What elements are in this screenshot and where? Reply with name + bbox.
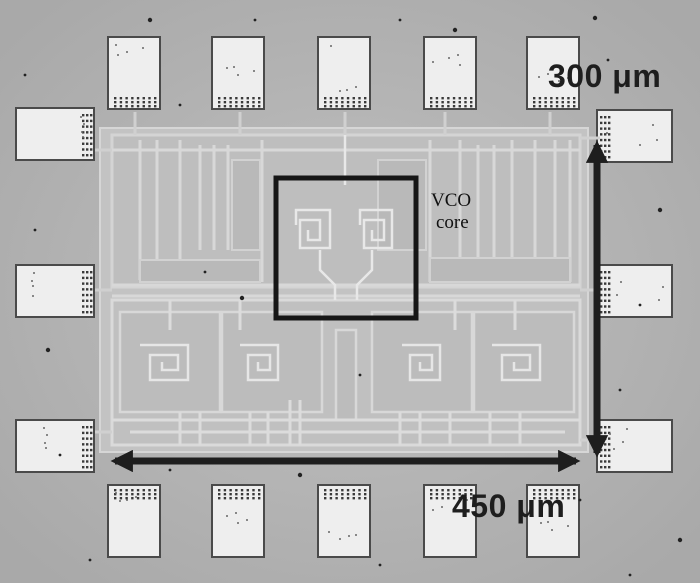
dust-speck: [33, 228, 37, 232]
bond-pad: [423, 484, 477, 558]
lower-blocks: [118, 310, 576, 422]
bond-pad: [15, 264, 95, 318]
probe-contacts: [533, 97, 576, 108]
dust-speck: [239, 295, 245, 301]
horizontal-dimension-label: 450 μm: [452, 488, 566, 524]
dust-speck: [168, 468, 172, 472]
lower-inductors: [140, 343, 542, 382]
probe-contacts: [324, 489, 367, 500]
dust-speck: [628, 573, 632, 577]
probe-contacts: [82, 114, 93, 157]
vco-label: VCO: [431, 190, 472, 211]
bond-pad: [15, 107, 95, 161]
dust-speck: [358, 373, 362, 377]
probe-contacts: [82, 271, 93, 314]
dust-speck: [657, 207, 663, 213]
bond-pad: [107, 484, 161, 558]
dust-speck: [178, 103, 182, 107]
dust-speck: [297, 472, 303, 478]
dust-speck: [23, 73, 27, 77]
probe-contacts: [218, 489, 261, 500]
dust-speck: [378, 563, 382, 567]
bond-pad: [423, 36, 477, 110]
bond-pad: [107, 36, 161, 110]
bond-pad: [596, 109, 673, 163]
dust-speck: [398, 18, 402, 22]
dust-speck: [253, 18, 257, 22]
probe-contacts: [114, 97, 157, 108]
dust-speck: [618, 388, 622, 392]
vco-core-highlight-box: [273, 175, 419, 321]
dust-speck: [58, 453, 62, 457]
probe-contacts: [430, 489, 473, 500]
dust-speck: [638, 303, 642, 307]
lower-metal-lines: [112, 300, 580, 445]
probe-contacts: [82, 426, 93, 469]
bond-pad: [15, 419, 95, 473]
bond-pad: [596, 264, 673, 318]
dust-speck: [45, 347, 51, 353]
probe-contacts: [430, 97, 473, 108]
dust-speck: [606, 58, 610, 62]
probe-contacts: [114, 489, 157, 500]
dust-speck: [203, 270, 207, 274]
dust-speck: [88, 558, 92, 562]
bond-pad: [596, 419, 673, 473]
dust-speck: [592, 15, 598, 21]
bond-pad: [526, 36, 580, 110]
bond-pads: [15, 36, 673, 558]
bond-pad: [317, 36, 371, 110]
dust-speck: [677, 537, 683, 543]
probe-contacts: [533, 489, 576, 500]
bond-pad: [211, 484, 265, 558]
dust-speck: [147, 17, 153, 23]
probe-contacts: [218, 97, 261, 108]
bond-pad: [526, 484, 580, 558]
core-label: core: [436, 212, 469, 233]
dust-speck: [578, 498, 582, 502]
dust-speck: [452, 27, 458, 33]
bond-pad: [211, 36, 265, 110]
probe-contacts: [324, 97, 367, 108]
vertical-dimension-label: 300 μm: [548, 58, 662, 94]
die-area: [99, 125, 589, 453]
bond-pad: [317, 484, 371, 558]
